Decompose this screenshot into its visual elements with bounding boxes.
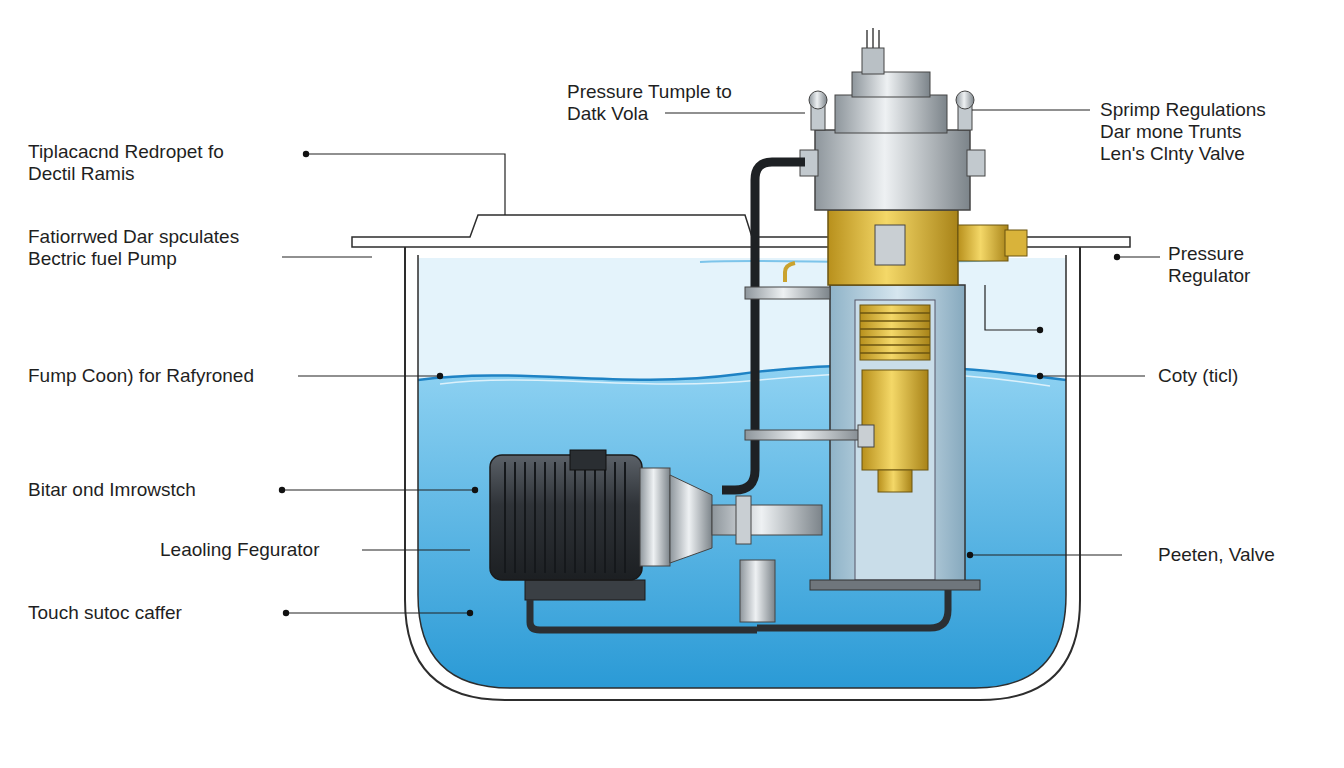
leader-line (665, 112, 805, 113)
leader-line (972, 109, 1090, 110)
motor-base (525, 580, 645, 600)
part-label: Sprimp Regulations Dar mone Trunts Len's… (1100, 99, 1285, 165)
connector-pipe (745, 287, 830, 299)
leader-dot (283, 610, 289, 616)
regulator-window (875, 225, 905, 265)
leader-dot (303, 151, 309, 157)
leader-line (1040, 375, 1145, 376)
regulator-nozzle (1005, 230, 1027, 256)
part-label: Touch sutoc caffer (28, 602, 328, 624)
pump-motor (490, 455, 642, 580)
spring-coils (860, 313, 930, 353)
part-label: Pressure Regulator (1168, 243, 1278, 287)
leader-line (970, 554, 1122, 555)
regulator-fitting (958, 225, 1008, 261)
fuel-hose (722, 162, 805, 490)
filter-nozzle (878, 470, 912, 492)
leader-dot (967, 552, 973, 558)
tank-wall (405, 247, 1080, 700)
housing-cap (835, 95, 947, 133)
part-label: Coty (ticl) (1158, 365, 1338, 387)
leader-line (282, 489, 475, 490)
post-knob (956, 91, 974, 109)
leader-dot (279, 487, 285, 493)
side-port (967, 150, 985, 176)
return-pipe (530, 600, 757, 630)
top-wire (867, 28, 879, 48)
pressure-regulator (828, 210, 958, 285)
outlet-pipe (712, 505, 822, 535)
filter-cartridge (862, 370, 928, 470)
motor-end-cap (640, 468, 670, 566)
part-label: Fump Coon) for Rafyroned (28, 365, 328, 387)
fuel-liquid (418, 365, 1066, 688)
leader-line (298, 375, 440, 376)
top-stem (862, 48, 884, 74)
leader-dots (279, 151, 1120, 616)
fuel-vapour (418, 258, 1066, 688)
tank-inner-wall (418, 255, 1066, 688)
part-label: Bitar ond Imrowstch (28, 479, 328, 501)
fuel-surface (418, 365, 1066, 380)
post-knob (809, 91, 827, 109)
motor-fins (505, 462, 625, 573)
connector-pipe (745, 430, 865, 440)
leader-line (1117, 256, 1160, 257)
return-pipe (757, 590, 948, 628)
top-housing (815, 130, 970, 210)
part-label: Tiplacacnd Redropet fo Dectil Ramis (28, 141, 273, 185)
leader-line (306, 154, 505, 215)
base-plate (810, 580, 980, 590)
leader-dot (472, 487, 478, 493)
leader-lines (282, 110, 1160, 613)
housing-neck (852, 72, 930, 97)
leader-dot (1037, 373, 1043, 379)
leader-dot (437, 373, 443, 379)
elbow-fitting (858, 425, 874, 447)
lower-valve (740, 560, 775, 622)
spring (860, 305, 930, 360)
part-label: Pressure Tumple to Datk Vola (567, 81, 757, 125)
part-label: Fatiorrwed Dar spculates Bectric fuel Pu… (28, 226, 280, 270)
inner-tube (855, 300, 935, 580)
terminal-box (570, 450, 606, 470)
part-label: Peeten, Valve (1158, 544, 1338, 566)
leader-dot (1037, 327, 1043, 333)
pipe-flange (736, 496, 751, 544)
leader-line (362, 549, 470, 550)
part-label: Leaoling Fegurator (160, 539, 460, 561)
pump-cone (670, 475, 712, 563)
leader-line (985, 285, 1040, 330)
leader-dot (467, 610, 473, 616)
leader-line (286, 612, 470, 613)
leader-dot (1114, 254, 1120, 260)
small-tube (785, 263, 795, 282)
leader-line (282, 256, 372, 257)
